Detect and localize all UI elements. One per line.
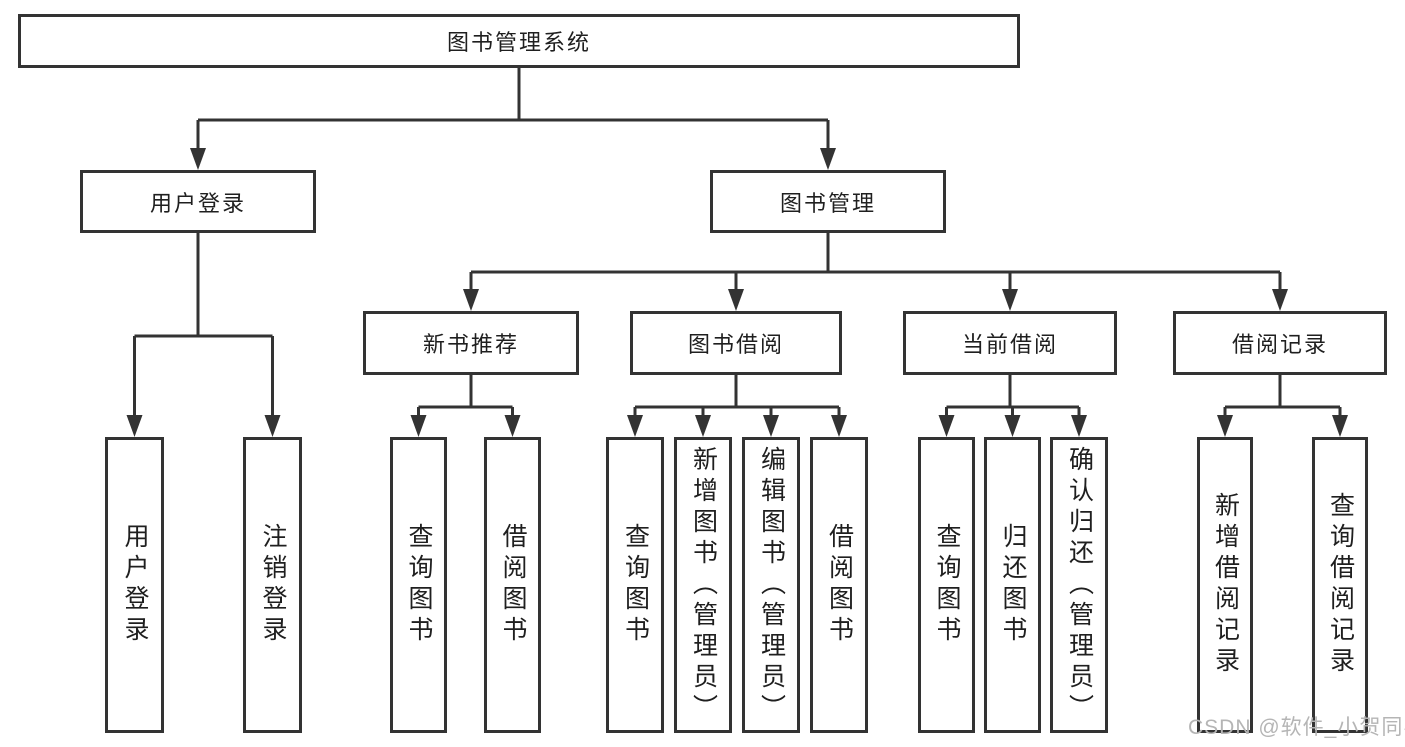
node-book-borrowing: 图书借阅 — [630, 311, 842, 375]
leaf-query-books-borrowing-label: 查询图书 — [621, 523, 650, 647]
leaf-return-book-label: 归还图书 — [999, 523, 1027, 647]
node-current-borrowing: 当前借阅 — [903, 311, 1117, 375]
leaf-query-books-borrowing: 查询图书 — [606, 437, 664, 733]
leaf-confirm-return-admin-label: 确认归还（管理员） — [1065, 445, 1094, 725]
node-user-login: 用户登录 — [80, 170, 316, 233]
leaf-confirm-return-admin: 确认归还（管理员） — [1050, 437, 1108, 733]
leaf-query-books-recommend: 查询图书 — [390, 437, 447, 733]
node-user-login-label: 用户登录 — [149, 190, 246, 216]
node-book-management-label: 图书管理 — [779, 190, 876, 216]
leaf-add-borrow-record: 新增借阅记录 — [1197, 437, 1253, 733]
node-library-management-system-label: 图书管理系统 — [446, 30, 591, 55]
node-current-borrowing-label: 当前借阅 — [961, 332, 1058, 357]
node-borrowing-records-label: 借阅记录 — [1231, 332, 1328, 357]
leaf-user-login-label: 用户登录 — [121, 523, 149, 647]
leaf-borrow-books-borrowing-label: 借阅图书 — [825, 523, 854, 647]
leaf-query-books-current-label: 查询图书 — [933, 523, 961, 647]
leaf-add-book-admin-label: 新增图书（管理员） — [689, 445, 718, 725]
leaf-borrow-books-borrowing: 借阅图书 — [810, 437, 868, 733]
node-borrowing-records: 借阅记录 — [1173, 311, 1387, 375]
node-new-book-recommendation: 新书推荐 — [363, 311, 579, 375]
leaf-user-login: 用户登录 — [105, 437, 164, 733]
node-book-management: 图书管理 — [710, 170, 946, 233]
csdn-watermark: CSDN @软件_小贺同学 — [1188, 716, 1405, 739]
leaf-query-borrow-record: 查询借阅记录 — [1312, 437, 1368, 733]
leaf-query-books-recommend-label: 查询图书 — [405, 523, 433, 647]
leaf-edit-book-admin-label: 编辑图书（管理员） — [757, 445, 786, 725]
leaf-logout: 注销登录 — [243, 437, 302, 733]
leaf-edit-book-admin: 编辑图书（管理员） — [742, 437, 800, 733]
leaf-add-book-admin: 新增图书（管理员） — [674, 437, 732, 733]
leaf-borrow-books-recommend: 借阅图书 — [484, 437, 541, 733]
node-new-book-recommendation-label: 新书推荐 — [422, 332, 519, 357]
leaf-logout-label: 注销登录 — [259, 523, 287, 647]
leaf-query-books-current: 查询图书 — [918, 437, 975, 733]
leaf-return-book: 归还图书 — [984, 437, 1041, 733]
leaf-add-borrow-record-label: 新增借阅记录 — [1211, 492, 1240, 678]
leaf-borrow-books-recommend-label: 借阅图书 — [499, 523, 527, 647]
node-library-management-system: 图书管理系统 — [18, 14, 1020, 68]
node-book-borrowing-label: 图书借阅 — [687, 332, 784, 357]
leaf-query-borrow-record-label: 查询借阅记录 — [1326, 492, 1355, 678]
